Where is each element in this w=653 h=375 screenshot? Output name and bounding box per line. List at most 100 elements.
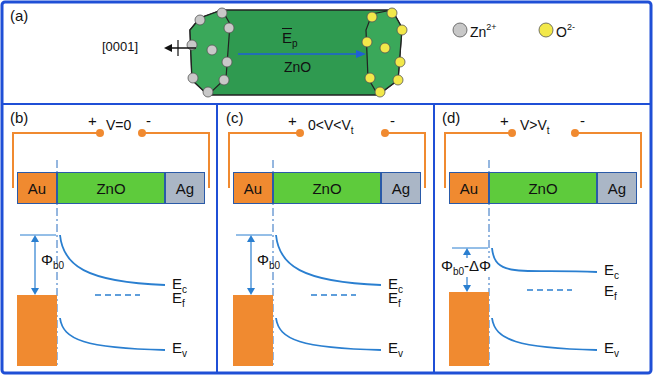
label: (c) — [226, 109, 244, 126]
material-box: Ag — [597, 172, 637, 204]
label: V>V — [520, 117, 547, 133]
material-box: ZnO — [489, 172, 597, 204]
label: Zn — [470, 24, 486, 40]
label-group: - — [146, 113, 151, 128]
terminal — [571, 129, 579, 137]
label: (a) — [10, 7, 28, 24]
material-box: ZnO — [57, 172, 165, 204]
material-label: Au — [28, 180, 46, 197]
label-group: Ev — [172, 340, 187, 359]
subscript: f — [398, 298, 401, 309]
label-group: V=0 — [106, 118, 131, 132]
subscript: v — [398, 348, 403, 359]
label-group: Ec — [604, 262, 619, 281]
label-group: - — [390, 113, 395, 128]
material-box: Au — [449, 172, 489, 204]
subscript: c — [398, 284, 403, 295]
label-group: 0<V<Vt — [308, 118, 354, 136]
material-box: Ag — [381, 172, 421, 204]
label: -ΔΦ — [464, 257, 491, 274]
subscript: b0 — [269, 260, 280, 271]
metal-band — [233, 295, 273, 366]
label: (b) — [10, 109, 28, 126]
label-group: ZnO — [284, 60, 311, 74]
superscript: 2+ — [486, 22, 496, 32]
superscript: 2- — [567, 22, 575, 32]
label-group: (d) — [442, 110, 460, 125]
material-box: Ag — [165, 172, 205, 204]
label-group: + — [88, 113, 97, 128]
arrowhead — [463, 285, 471, 292]
material-label: Au — [460, 180, 478, 197]
label-group: (c) — [226, 110, 244, 125]
label-group: + — [500, 113, 509, 128]
label: V=0 — [106, 117, 131, 133]
material-label: ZnO — [96, 180, 125, 197]
valence-band — [492, 318, 597, 350]
label: E — [388, 339, 398, 356]
conduction-band — [60, 235, 165, 285]
label-group: (a) — [10, 8, 28, 23]
label: [0001] — [102, 39, 138, 54]
label-group: Ev — [388, 340, 403, 359]
material-label: Ag — [392, 180, 410, 197]
label-group: [0001] — [102, 40, 138, 53]
label: + — [88, 112, 97, 129]
subscript: c — [182, 284, 187, 295]
barrier-tick — [20, 235, 56, 236]
barrier-tick — [236, 235, 272, 236]
terminal — [138, 129, 146, 137]
arrowhead — [463, 248, 471, 255]
arrowhead — [31, 288, 39, 295]
label: ZnO — [284, 59, 311, 75]
material-label: Ag — [176, 180, 194, 197]
band-panel — [445, 129, 641, 366]
material-box: Au — [17, 172, 57, 204]
arrowhead — [31, 235, 39, 242]
label: - — [580, 112, 585, 129]
label: E — [282, 29, 292, 46]
fermi-level — [95, 294, 140, 296]
label: E — [172, 339, 182, 356]
material-box: Au — [233, 172, 273, 204]
barrier-arrow — [250, 241, 251, 289]
subscript: f — [182, 298, 185, 309]
material-label: ZnO — [528, 180, 557, 197]
label: - — [146, 112, 151, 129]
label: Φ — [41, 251, 53, 268]
arrowhead — [247, 288, 255, 295]
label: Φ — [441, 257, 453, 274]
label-group: Ep — [282, 30, 298, 49]
subscript: v — [182, 348, 187, 359]
label-group: Ef — [172, 290, 185, 309]
label-group: Φb0-ΔΦ — [440, 258, 492, 277]
conduction-band — [276, 235, 381, 285]
terminal — [381, 129, 389, 137]
label: - — [390, 112, 395, 129]
metal-band — [449, 292, 489, 366]
label-group: V>Vt — [520, 118, 550, 136]
valence-band — [60, 318, 165, 350]
label: E — [604, 282, 614, 299]
label: Φ — [257, 251, 269, 268]
label: + — [288, 112, 297, 129]
arrowhead — [247, 235, 255, 242]
terminal — [96, 129, 104, 137]
material-label: Au — [244, 180, 262, 197]
label: + — [500, 112, 509, 129]
subscript: t — [547, 125, 550, 136]
label-group: Ev — [604, 340, 619, 359]
label-group: Φb0 — [257, 252, 280, 271]
band-panel — [13, 129, 209, 366]
subscript: b0 — [453, 266, 464, 277]
label: E — [388, 289, 398, 306]
label-group: O2- — [556, 23, 575, 39]
label: (d) — [442, 109, 460, 126]
label-group: - — [580, 113, 585, 128]
fermi-level — [311, 294, 356, 296]
material-label: Ag — [608, 180, 626, 197]
subscript: t — [351, 125, 354, 136]
terminal — [508, 129, 516, 137]
label-group: + — [288, 113, 297, 128]
